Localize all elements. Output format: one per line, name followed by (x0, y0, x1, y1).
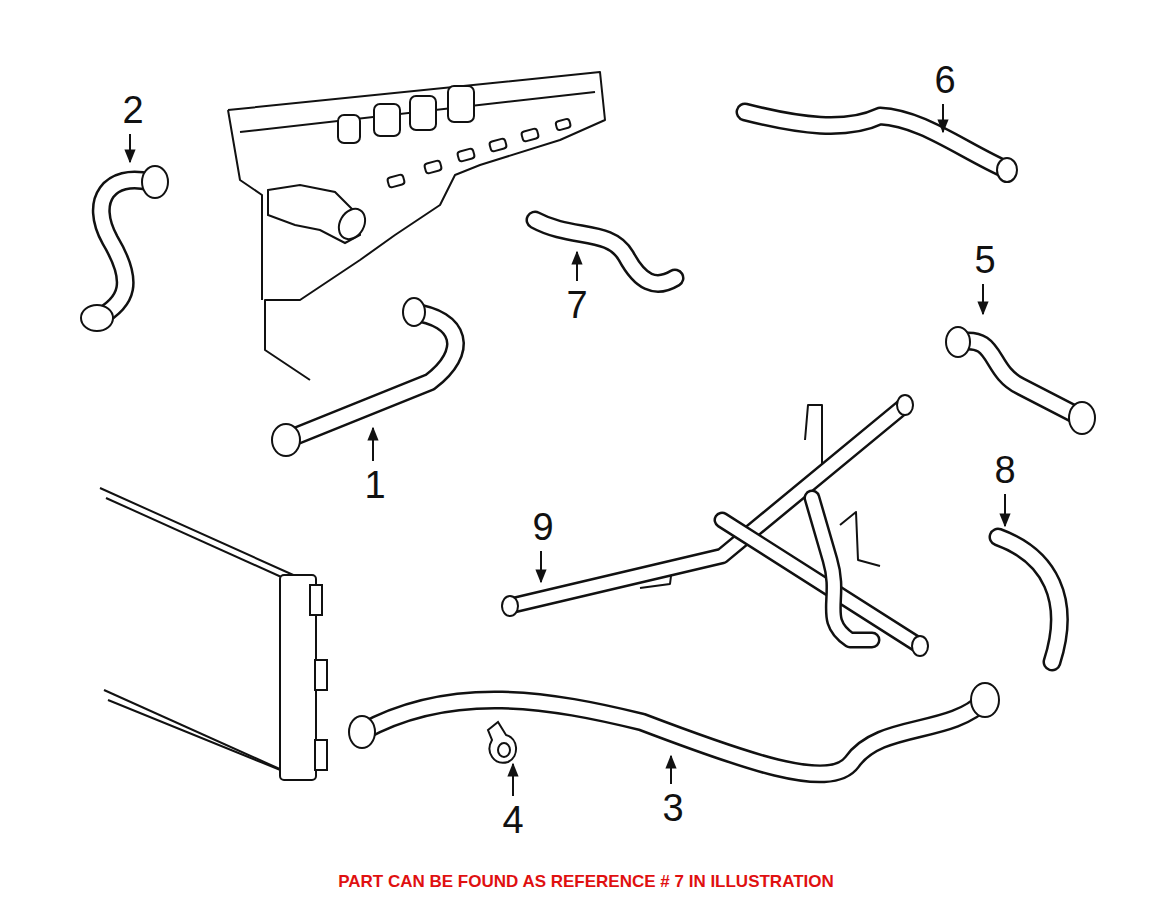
illustration-part (535, 220, 675, 283)
callout-number: 7 (566, 286, 587, 324)
caption-note: PART CAN BE FOUND AS REFERENCE # 7 IN IL… (338, 872, 834, 892)
illustration-part (958, 341, 1082, 418)
illustration-part (374, 104, 400, 136)
illustration-part (362, 700, 985, 774)
illustration-part (240, 92, 595, 132)
illustration-part (510, 405, 905, 606)
illustration-part (512, 764, 514, 796)
illustration-part (576, 252, 578, 281)
callout-number: 8 (994, 451, 1015, 489)
hoses (81, 112, 1095, 774)
callout-number: 1 (364, 466, 385, 504)
illustration-part (982, 284, 984, 314)
illustration-part (555, 118, 571, 130)
callout-number: 6 (934, 61, 955, 99)
illustration-part (129, 134, 131, 162)
illustration-part (286, 312, 455, 440)
illustration-part (387, 174, 405, 188)
illustration-part (349, 716, 375, 748)
illustration-part (521, 128, 539, 142)
illustration-part (942, 104, 944, 132)
illustration-part (812, 498, 872, 640)
illustration-part (98, 180, 150, 318)
callout-number: 3 (662, 789, 683, 827)
illustration-part (104, 690, 282, 770)
callout-number: 9 (532, 508, 553, 546)
illustration-part (897, 395, 913, 415)
illustration-part (315, 660, 327, 690)
illustration-part (946, 327, 970, 357)
illustration-part (745, 112, 1007, 170)
illustration-part (1069, 402, 1095, 434)
illustration-part (338, 115, 360, 143)
illustration-part (840, 512, 880, 566)
callout-number: 4 (502, 801, 523, 839)
illustration-part (98, 180, 150, 318)
illustration-part (310, 585, 322, 615)
illustration-part (362, 700, 985, 774)
illustration-part (489, 138, 507, 152)
illustration-part (812, 498, 872, 640)
illustration-part (535, 220, 675, 283)
illustration-part (998, 537, 1059, 662)
radiator (100, 488, 327, 780)
illustration-part (372, 428, 374, 461)
callout-number: 5 (974, 241, 995, 279)
illustration-part (540, 551, 542, 582)
illustration-part (334, 204, 371, 244)
illustration-part (424, 160, 442, 174)
callout-number: 2 (122, 91, 143, 129)
illustration-part (315, 740, 327, 770)
illustration-part (457, 148, 475, 162)
leader-arrows (130, 104, 1005, 796)
pipe-assembly (502, 395, 928, 656)
illustration-part (670, 756, 672, 784)
illustration-part (228, 110, 262, 300)
illustration-part (912, 636, 928, 656)
hose-clamp (488, 722, 516, 763)
illustration-part (142, 166, 168, 198)
illustration-part (1004, 494, 1006, 526)
illustration-part (410, 96, 436, 130)
illustration-part (745, 112, 1007, 170)
illustration-part (971, 683, 999, 717)
illustration-part (805, 405, 822, 470)
illustration-part (510, 405, 905, 606)
illustration-part (998, 537, 1059, 662)
illustration-part (498, 743, 510, 757)
illustration-part (958, 341, 1082, 418)
illustration-part (81, 305, 113, 331)
illustration-part (403, 298, 425, 326)
illustration-part (488, 722, 516, 763)
illustration-part (106, 498, 288, 580)
illustration-part (448, 86, 474, 122)
illustration-part (286, 312, 455, 440)
illustration-part (502, 596, 518, 616)
illustration-part (272, 424, 300, 456)
illustration-part (997, 158, 1017, 182)
illustration-part (100, 488, 300, 778)
